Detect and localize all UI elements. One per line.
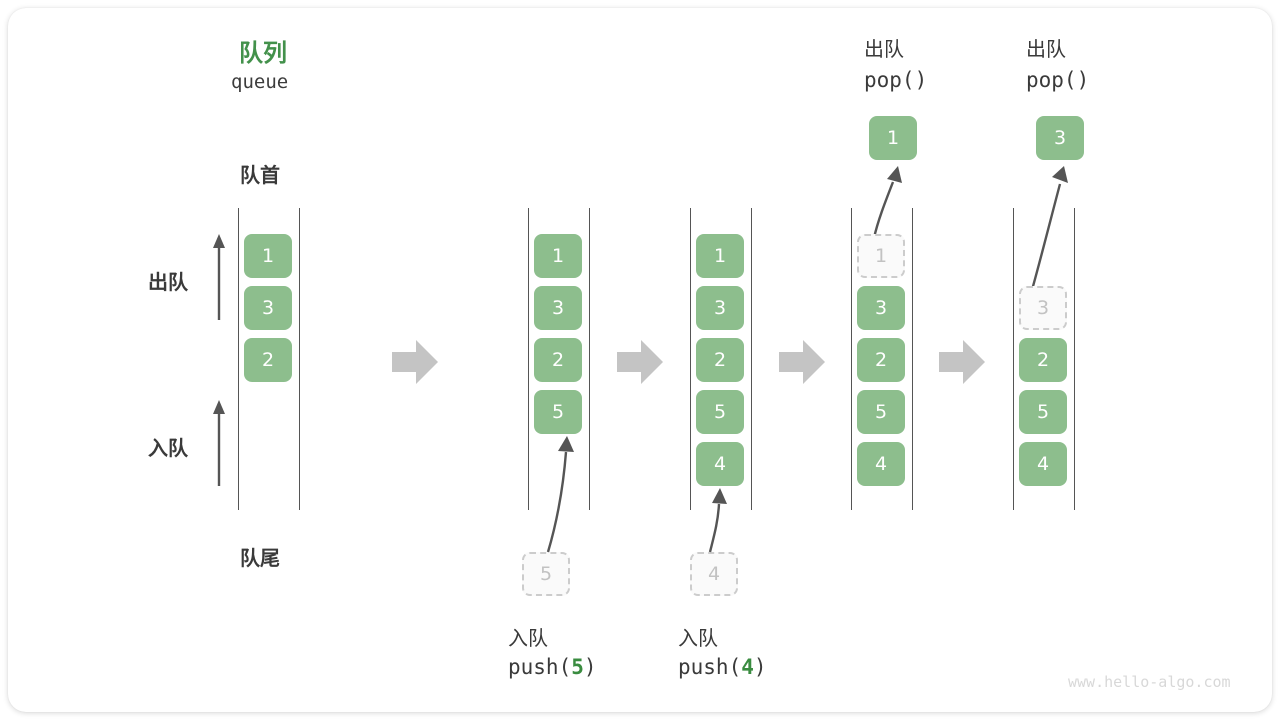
queue-node: 2 bbox=[1019, 338, 1067, 382]
pop1-label-code: pop() bbox=[864, 68, 928, 92]
queue-node-ghost: 3 bbox=[1019, 286, 1067, 330]
queue-node: 2 bbox=[534, 338, 582, 382]
push4-label-code: push(4) bbox=[678, 655, 767, 679]
pop-arrow-icon bbox=[872, 166, 902, 239]
queue-node: 4 bbox=[1019, 442, 1067, 486]
queue-node: 2 bbox=[244, 338, 292, 382]
queue-rail-right-step1 bbox=[589, 208, 590, 510]
step-arrow-icon bbox=[779, 340, 825, 384]
queue-rail-left-step4 bbox=[1013, 208, 1014, 510]
queue-rail-left-step2 bbox=[690, 208, 691, 510]
queue-node: 2 bbox=[857, 338, 905, 382]
queue-tail-label: 队尾 bbox=[240, 546, 280, 570]
dequeue-direction-label: 出队 bbox=[148, 270, 188, 294]
queue-node: 1 bbox=[696, 234, 744, 278]
queue-node-new: 5 bbox=[534, 390, 582, 434]
step-arrow-icon bbox=[392, 340, 438, 384]
push4-label-cn: 入队 bbox=[678, 626, 718, 650]
queue-node: 1 bbox=[244, 234, 292, 278]
queue-node-ghost: 1 bbox=[857, 234, 905, 278]
queue-rail-left-step0 bbox=[238, 208, 239, 510]
push-arrow-icon bbox=[546, 436, 574, 553]
step-arrow-icon bbox=[939, 340, 985, 384]
push4-code-suffix: ) bbox=[753, 655, 767, 679]
watermark: www.hello-algo.com bbox=[1068, 673, 1231, 691]
queue-rail-right-step0 bbox=[299, 208, 300, 510]
push5-label-cn: 入队 bbox=[508, 626, 548, 650]
popped-node: 3 bbox=[1036, 116, 1084, 160]
queue-node: 2 bbox=[696, 338, 744, 382]
pop2-label-cn: 出队 bbox=[1026, 37, 1066, 61]
enqueue-direction-label: 入队 bbox=[148, 436, 188, 460]
popped-node: 1 bbox=[869, 116, 917, 160]
queue-node: 3 bbox=[696, 286, 744, 330]
enqueue-direction-arrow-icon bbox=[213, 400, 225, 486]
queue-node: 4 bbox=[857, 442, 905, 486]
queue-rail-right-step2 bbox=[751, 208, 752, 510]
queue-node: 3 bbox=[857, 286, 905, 330]
push4-code-arg: 4 bbox=[741, 655, 754, 679]
queue-rail-left-step1 bbox=[528, 208, 529, 510]
figure-title-cn: 队列 bbox=[239, 39, 287, 67]
queue-node: 5 bbox=[857, 390, 905, 434]
queue-node: 5 bbox=[696, 390, 744, 434]
queue-rail-left-step3 bbox=[851, 208, 852, 510]
queue-head-label: 队首 bbox=[240, 163, 280, 187]
figure-title-en: queue bbox=[231, 71, 289, 93]
push4-code-prefix: push( bbox=[678, 655, 742, 679]
queue-node: 3 bbox=[244, 286, 292, 330]
step-arrow-icon bbox=[617, 340, 663, 384]
pop-arrow-icon bbox=[1030, 166, 1068, 291]
queue-rail-right-step4 bbox=[1074, 208, 1075, 510]
queue-node: 3 bbox=[534, 286, 582, 330]
incoming-node-ghost: 5 bbox=[522, 552, 570, 596]
queue-rail-right-step3 bbox=[912, 208, 913, 510]
incoming-node-ghost: 4 bbox=[690, 552, 738, 596]
push5-label-code: push(5) bbox=[508, 655, 597, 679]
queue-node: 1 bbox=[534, 234, 582, 278]
push5-code-suffix: ) bbox=[583, 655, 597, 679]
pop1-label-cn: 出队 bbox=[864, 37, 904, 61]
queue-node-new: 4 bbox=[696, 442, 744, 486]
dequeue-direction-arrow-icon bbox=[213, 234, 225, 320]
pop2-label-code: pop() bbox=[1026, 68, 1090, 92]
push-arrow-icon bbox=[708, 488, 727, 553]
queue-node: 5 bbox=[1019, 390, 1067, 434]
push5-code-prefix: push( bbox=[508, 655, 572, 679]
push5-code-arg: 5 bbox=[571, 655, 584, 679]
